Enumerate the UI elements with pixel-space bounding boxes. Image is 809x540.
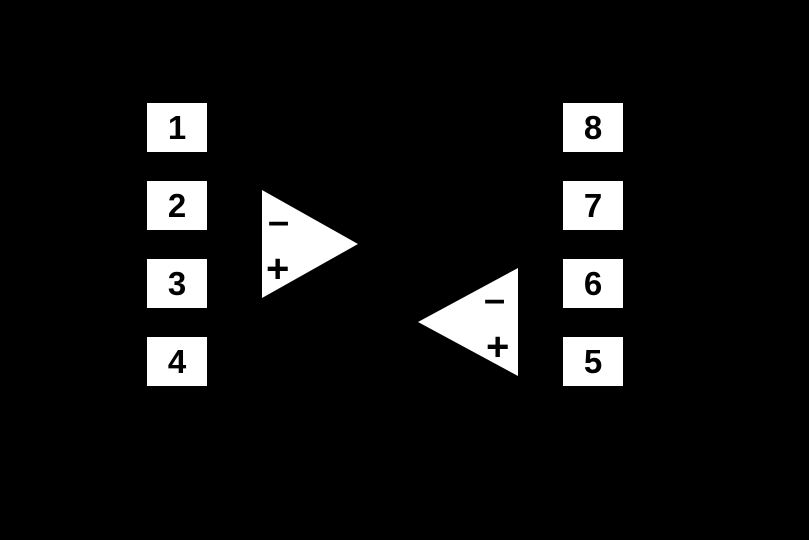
terminal-box-6[interactable]: 6: [563, 259, 623, 308]
left-amplifier-minus-sign: –: [268, 203, 289, 241]
left-amplifier-plus-sign: +: [266, 249, 289, 289]
terminal-box-4[interactable]: 4: [147, 337, 207, 386]
plus-icon: +: [266, 247, 290, 291]
terminal-label: 8: [583, 109, 603, 146]
minus-icon: –: [484, 279, 506, 321]
right-amplifier-triangle[interactable]: [418, 268, 518, 376]
terminal-box-2[interactable]: 2: [147, 181, 207, 230]
plus-icon: +: [486, 325, 510, 369]
terminal-label: 1: [167, 109, 187, 146]
triangle-left-icon: [418, 268, 518, 376]
terminal-box-5[interactable]: 5: [563, 337, 623, 386]
terminal-box-7[interactable]: 7: [563, 181, 623, 230]
terminal-box-8[interactable]: 8: [563, 103, 623, 152]
terminal-box-3[interactable]: 3: [147, 259, 207, 308]
terminal-label: 6: [583, 265, 603, 302]
triangle-right-icon: [262, 190, 358, 298]
terminal-label: 4: [167, 343, 187, 380]
terminal-label: 7: [583, 187, 603, 224]
terminal-label: 2: [167, 187, 187, 224]
terminal-label: 3: [167, 265, 187, 302]
left-amplifier-triangle[interactable]: [262, 190, 358, 298]
terminal-label: 5: [583, 343, 603, 380]
right-amplifier-plus-sign: +: [486, 327, 509, 367]
minus-icon: –: [268, 201, 290, 243]
right-amplifier-minus-sign: –: [484, 281, 505, 319]
terminal-box-1[interactable]: 1: [147, 103, 207, 152]
